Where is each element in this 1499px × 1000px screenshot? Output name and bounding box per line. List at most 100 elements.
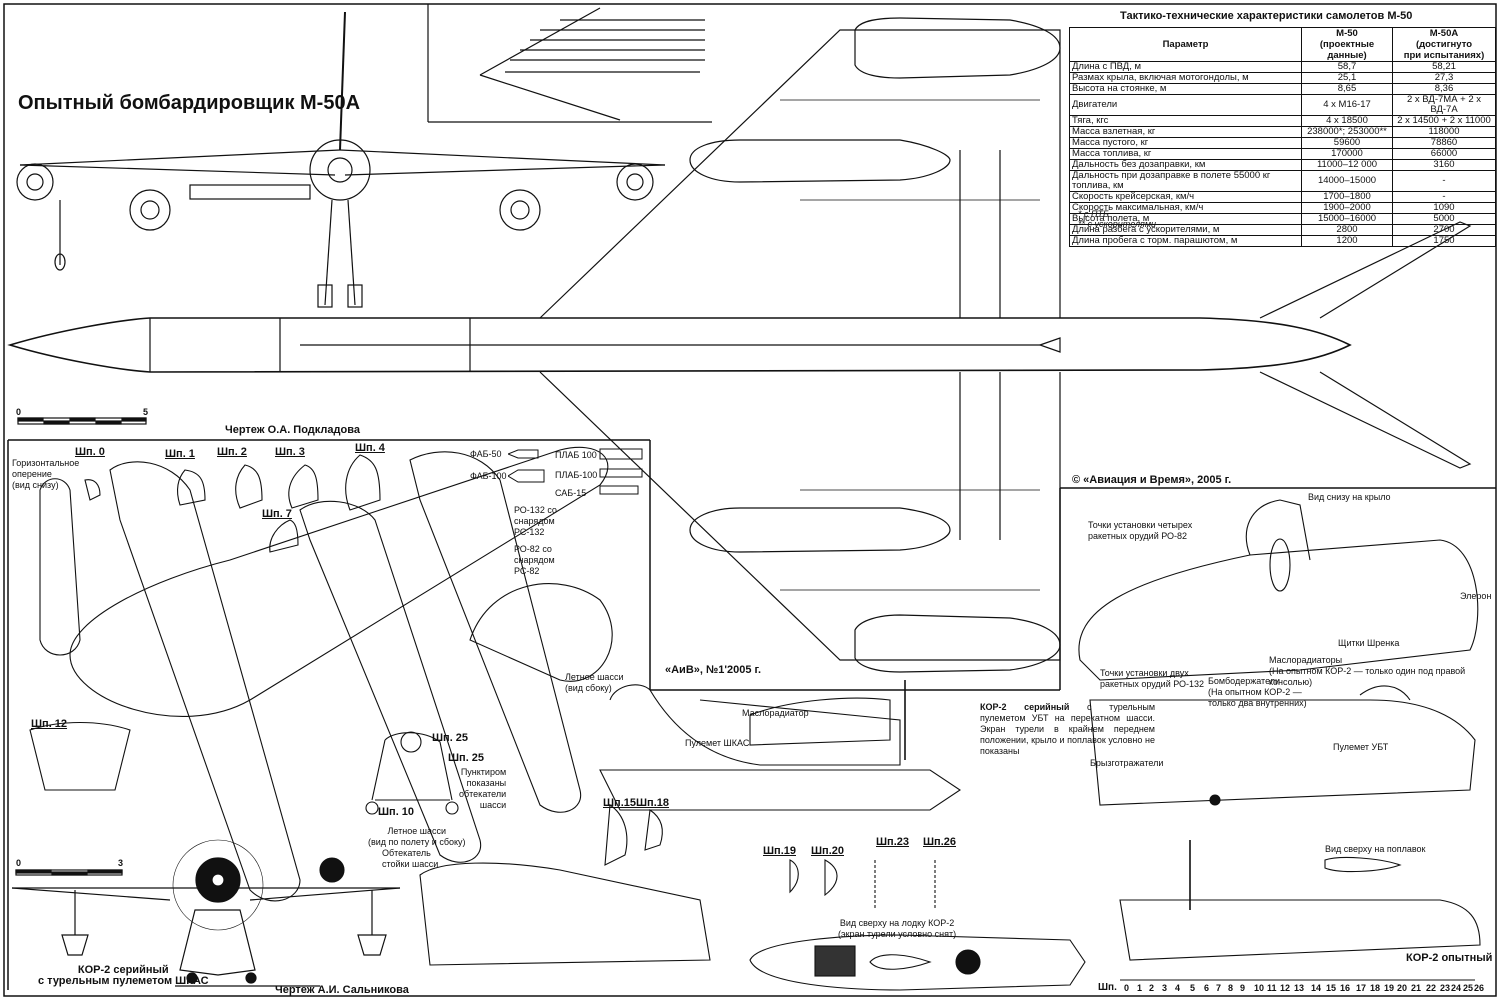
ordnance-ro82: РО-82 со снарядом РС-82: [514, 544, 555, 576]
frame-ruler-tick-label: 17: [1356, 983, 1367, 993]
spec-value-m50a: -: [1392, 191, 1496, 203]
serial-note-text: с турельным пулеметом УБТ на перекатном …: [980, 702, 1156, 756]
kor2-front-caption: КОР-2 серийный с турельным пулеметом ШКА…: [38, 964, 209, 987]
spec-table-title: Тактико-технические характеристики самол…: [1120, 10, 1413, 22]
frame-label-25b: Шп. 25: [448, 752, 485, 764]
frame-ruler-tick-label: 19: [1384, 983, 1395, 993]
spec-param: Высота на стоянке, м: [1069, 83, 1302, 95]
frame-ruler-tick-label: 11: [1267, 983, 1277, 993]
m50-top-view: [7, 17, 1472, 673]
frame-ruler-tick-label: 21: [1411, 983, 1422, 993]
m50-scale-end: 5: [143, 407, 149, 417]
frame-ruler-tick-label: 26: [1474, 983, 1485, 993]
spec-value-m50a: 118000: [1392, 126, 1496, 138]
frame-ruler-tick-label: 25: [1463, 983, 1474, 993]
spec-value-m50a: 8,36: [1392, 83, 1496, 95]
hull-top-label: Вид сверху на лодку КОР-2 (экран турели …: [838, 918, 957, 939]
outer-frame: [3, 3, 1497, 997]
frame-ruler-tick-label: 22: [1426, 983, 1437, 993]
frame-ruler-tick-label: 23: [1440, 983, 1451, 993]
spec-value-m50a: 27,3: [1392, 72, 1496, 84]
m50-wing-detail: [479, 7, 705, 121]
frame-label-15: Шп.15: [603, 797, 636, 809]
frame-ruler-tick-label: 15: [1326, 983, 1337, 993]
ordnance-ro132: РО-132 со снарядом РС-132: [514, 505, 557, 537]
frame-label-23: Шп.23: [876, 836, 909, 848]
spec-value-m50: 25,1: [1301, 72, 1393, 84]
ordnance-fab100: ФАБ-100: [470, 471, 507, 481]
frame-label-2: Шп. 2: [217, 446, 247, 458]
plab100-icon: [599, 448, 643, 460]
gear-dashed-label: Пунктиром показаны обтекатели шасси: [459, 767, 507, 810]
frame-ruler-tick-label: 6: [1204, 983, 1210, 993]
fab100-icon: [508, 469, 545, 483]
spec-header-m50a: М-50А (достигнуто при испытаниях): [1392, 27, 1496, 62]
hstab-label: Горизонтальное оперение (вид снизу): [12, 458, 80, 490]
spec-value-m50a: 2700: [1392, 224, 1496, 236]
frame-label-12: Шп. 12: [31, 718, 68, 730]
gear-side-label: Летное шасси (вид сбоку): [565, 672, 624, 693]
schrenk-label: Щитки Шренка: [1338, 638, 1400, 648]
spec-value-m50a: 78860: [1392, 137, 1496, 149]
frame-ruler-tick-label: 24: [1451, 983, 1462, 993]
spec-param: Масса взлетная, кг: [1069, 126, 1302, 138]
frame-ruler-label: Шп.: [1098, 982, 1117, 993]
kor2-front-view: [11, 839, 401, 987]
frame-ruler-tick-label: 0: [1124, 983, 1130, 993]
kor2-scale-start: 0: [16, 858, 22, 868]
kor2-drawing-credit: Чертеж А.И. Сальникова: [275, 984, 409, 996]
kor2-wing-underside: [1078, 499, 1479, 681]
spec-value-m50: 1200: [1301, 235, 1393, 247]
frame-ruler-tick-label: 7: [1216, 983, 1222, 993]
ordnance-plab100b: ПЛАБ-100: [555, 470, 598, 480]
spec-header-param: Параметр: [1069, 27, 1302, 62]
copyright: © «Авиация и Время», 2005 г.: [1072, 474, 1232, 486]
spec-param: Размах крыла, включая мотогондолы, м: [1069, 72, 1302, 84]
spec-table-header-row: Параметр М-50 (проектные данные) М-50А (…: [1069, 27, 1496, 62]
plab100b-icon: [599, 468, 643, 478]
ro82-points-label: Точки установки четырех ракетных орудий …: [1088, 520, 1193, 541]
kor2-hull-top-view: [749, 934, 1086, 991]
frame-ruler-tick-label: 2: [1149, 983, 1155, 993]
spec-value-m50: 170000: [1301, 148, 1393, 160]
spec-value-m50: 4 х М16-17: [1301, 94, 1393, 116]
spec-value-m50a: 5000: [1392, 213, 1496, 225]
float-top-label: Вид сверху на поплавок: [1325, 844, 1426, 854]
frame-ruler-tick-label: 12: [1280, 983, 1291, 993]
frame-ruler-tick-label: 20: [1397, 983, 1408, 993]
spec-value-m50: 58,7: [1301, 61, 1393, 73]
frame-ruler-tick-label: 14: [1311, 983, 1322, 993]
spec-value-m50a: -: [1392, 170, 1496, 192]
m50-scale-bar: [17, 417, 147, 425]
m50-front-view: [16, 11, 666, 308]
frame-ruler-tick-label: 13: [1294, 983, 1305, 993]
fab50-icon: [508, 449, 539, 459]
spec-table-row: Дальность при дозаправке в полете 55000 …: [1069, 170, 1496, 192]
wing-under-title: Вид снизу на крыло: [1308, 492, 1391, 502]
frame-sections: [29, 454, 936, 910]
spec-value-m50: 1700–1800: [1301, 191, 1393, 203]
spec-param: Длина пробега с торм. парашютом, м: [1069, 235, 1302, 247]
spec-value-m50: 11000–12 000: [1301, 159, 1393, 171]
spec-value-m50a: 2 х 14500 + 2 х 11000: [1392, 115, 1496, 127]
ordnance-plab100a: ПЛАБ 100: [555, 450, 597, 460]
frame-ruler-tick-label: 5: [1190, 983, 1196, 993]
m50-title: Опытный бомбардировщик М-50А: [18, 92, 361, 114]
kor2-scale-end: 3: [118, 858, 124, 868]
spec-value-m50: 14000–15000: [1301, 170, 1393, 192]
spec-value-m50a: 1090: [1392, 202, 1496, 214]
frame-label-26: Шп.26: [923, 836, 956, 848]
spec-value-m50: 15000–16000: [1301, 213, 1393, 225]
aileron-label: Элерон: [1460, 591, 1492, 601]
